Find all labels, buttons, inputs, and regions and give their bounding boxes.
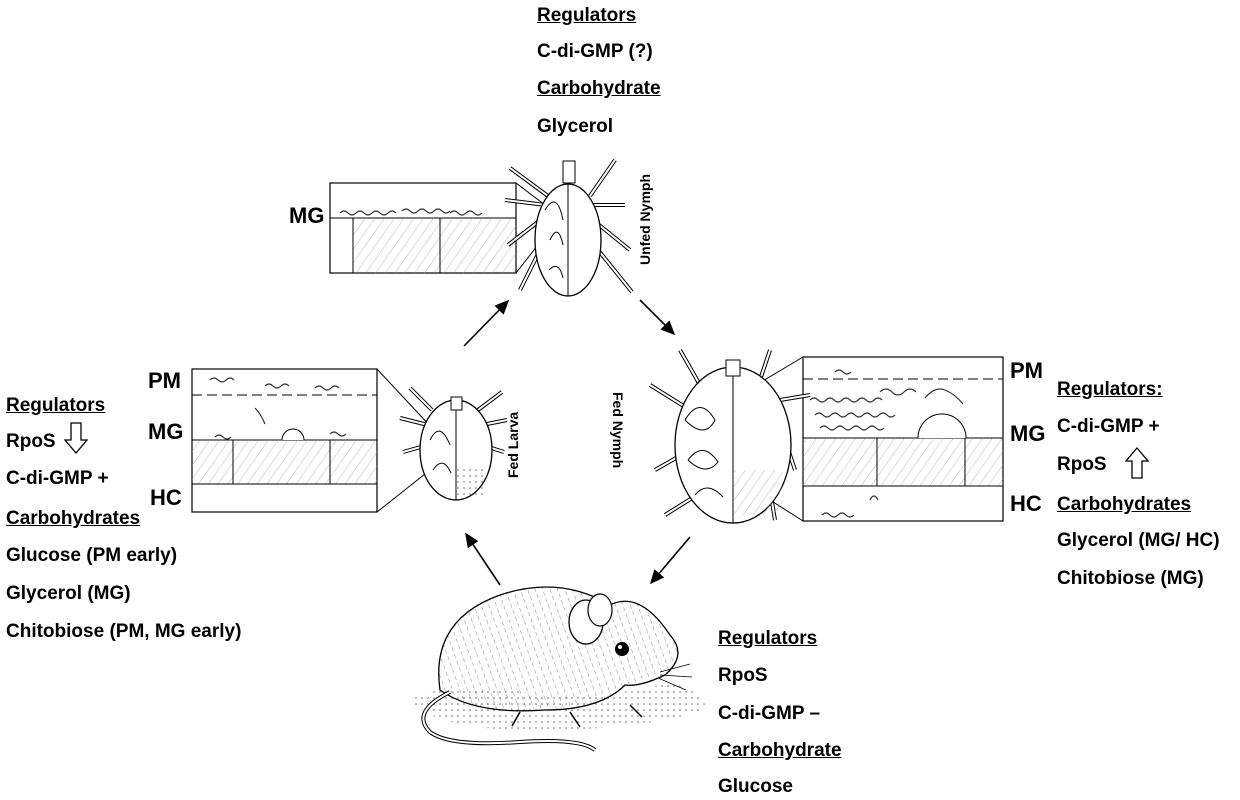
bottom-carbohydrate-heading: Carbohydrate bbox=[718, 740, 842, 761]
fed-nymph-mg-label: MG bbox=[1010, 421, 1046, 446]
unfed-nymph-mg-label: MG bbox=[289, 203, 325, 228]
right-carbohydrate-chitobiose: Chitobiose (MG) bbox=[1057, 568, 1204, 589]
fed-nymph-pm-label: PM bbox=[1010, 358, 1043, 383]
fed-nymph-stage-label: Fed Nymph bbox=[610, 392, 626, 469]
up-arrow-icon bbox=[1125, 447, 1149, 479]
bottom-carbohydrate-glucose: Glucose bbox=[718, 776, 793, 797]
fed-larva-tick-body bbox=[399, 386, 508, 501]
unfed-nymph-tick-body bbox=[504, 158, 634, 297]
unfed-nymph-stage-label: Unfed Nymph bbox=[637, 174, 653, 265]
fed-larva-hc-label: HC bbox=[150, 485, 182, 510]
fed-nymph-hc-label: HC bbox=[1010, 491, 1042, 516]
left-carbohydrate-glycerol: Glycerol (MG) bbox=[6, 583, 131, 604]
fed-larva-inset-panel bbox=[191, 368, 433, 513]
bottom-regulators-heading: Regulators bbox=[718, 628, 818, 649]
fed-nymph-tick-body bbox=[648, 349, 811, 524]
left-carbohydrates-heading: Carbohydrates bbox=[6, 508, 141, 529]
bottom-regulator-cdigmp: C-di-GMP – bbox=[718, 703, 821, 724]
left-regulators-heading: Regulators bbox=[6, 395, 106, 416]
fed-larva-mg-label: MG bbox=[148, 419, 184, 444]
mouse-illustration bbox=[410, 586, 710, 752]
right-regulators-heading: Regulators: bbox=[1057, 379, 1163, 400]
arrow-mouse-to-larva bbox=[465, 532, 501, 586]
top-regulator-cdigmp: C-di-GMP (?) bbox=[537, 41, 653, 62]
arrow-larva-to-unfed-nymph bbox=[463, 299, 510, 347]
right-regulator-rpos: RpoS bbox=[1057, 454, 1107, 475]
top-carbohydrate-heading: Carbohydrate bbox=[537, 78, 661, 99]
bottom-regulator-rpos: RpoS bbox=[718, 665, 768, 686]
fed-larva-pm-label: PM bbox=[148, 368, 181, 393]
left-regulator-rpos: RpoS bbox=[6, 431, 56, 452]
top-carbohydrate-glycerol: Glycerol bbox=[537, 116, 614, 137]
right-carbohydrates-heading: Carbohydrates bbox=[1057, 494, 1192, 515]
down-arrow-icon bbox=[64, 422, 88, 454]
fed-larva-stage-label: Fed Larva bbox=[505, 411, 521, 478]
arrow-fed-nymph-to-mouse bbox=[649, 536, 691, 585]
top-regulators-heading: Regulators bbox=[537, 5, 637, 26]
left-carbohydrate-chitobiose: Chitobiose (PM, MG early) bbox=[6, 621, 242, 642]
left-carbohydrate-glucose: Glucose (PM early) bbox=[6, 545, 178, 566]
left-regulator-cdigmp: C-di-GMP + bbox=[6, 468, 109, 489]
right-regulator-cdigmp: C-di-GMP + bbox=[1057, 416, 1160, 437]
right-carbohydrate-glycerol: Glycerol (MG/ HC) bbox=[1057, 530, 1220, 551]
fed-nymph-inset-panel bbox=[755, 356, 1004, 522]
unfed-nymph-inset-panel bbox=[329, 182, 546, 274]
arrow-unfed-to-fed-nymph bbox=[639, 299, 676, 336]
